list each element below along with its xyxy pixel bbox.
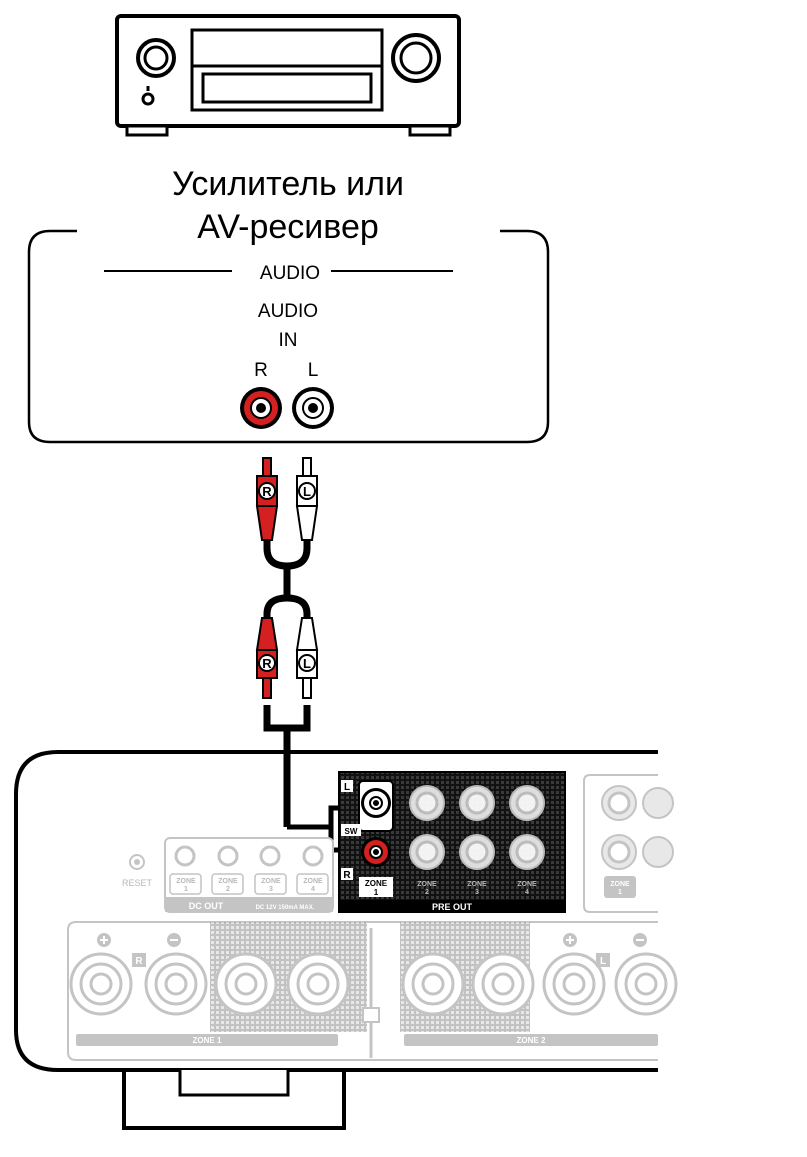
- dc-zone-label: ZONE: [261, 878, 281, 885]
- rear-panel: [14, 750, 658, 1130]
- pre-out-zone2-label: ZONE: [417, 881, 437, 888]
- rca-plug-right-top: [255, 457, 279, 541]
- pre-out-r-label: R: [343, 870, 351, 881]
- pre-out-zone1-label: ZONE: [365, 879, 388, 888]
- pre-out-zone2-number: 2: [425, 889, 429, 896]
- reset-button: [129, 854, 145, 870]
- dc-zone-label: ZONE: [176, 878, 196, 885]
- pre-out-zone1-number: 1: [374, 888, 379, 897]
- input-panel: [27, 229, 550, 444]
- plug-letter-l-top: L: [303, 484, 311, 499]
- dc-spec-label: DC 12V 150mA MAX.: [256, 905, 315, 911]
- dc-zone-number: 3: [269, 886, 273, 893]
- dc-out-section: [164, 837, 334, 913]
- right-channel-label: R: [254, 360, 268, 381]
- secondary-zone-number: 1: [618, 889, 622, 896]
- secondary-zone-label: ZONE: [610, 881, 630, 888]
- pre-out-label: PRE OUT: [432, 902, 473, 912]
- speaker-r-label: R: [135, 956, 143, 967]
- secondary-output-section: [583, 774, 674, 913]
- plug-letter-l-bottom: L: [303, 656, 311, 671]
- audio-cable: R L R L: [255, 457, 370, 853]
- plug-letter-r-top: R: [262, 484, 272, 499]
- device-title-line2: AV-ресивер: [197, 208, 379, 246]
- device-title-line1: Усилитель или: [172, 165, 404, 203]
- dc-zone-number: 4: [311, 886, 315, 893]
- reset-label: RESET: [122, 878, 153, 888]
- left-channel-label: L: [308, 360, 319, 381]
- pre-out-zone4-number: 4: [525, 889, 529, 896]
- audio-in-label-line2: IN: [279, 330, 298, 351]
- pre-out-zone3-number: 3: [475, 889, 479, 896]
- rca-jack-right: [240, 387, 282, 429]
- dc-zone-number: 1: [184, 886, 188, 893]
- rca-plug-left-top: [295, 457, 319, 541]
- audio-in-label-line1: AUDIO: [258, 301, 318, 322]
- audio-section-label: AUDIO: [260, 263, 320, 284]
- pre-out-zone4-label: ZONE: [517, 881, 537, 888]
- rca-plug-left-bottom: [295, 617, 319, 699]
- speaker-zone2-label: ZONE 2: [517, 1036, 546, 1045]
- pre-out-section: [338, 771, 566, 913]
- rca-jack-left: [292, 387, 334, 429]
- dc-zone-number: 2: [226, 886, 230, 893]
- speaker-terminals: [67, 921, 678, 1061]
- pre-out-sw-label: SW: [345, 827, 358, 836]
- dc-out-label: DC OUT: [189, 901, 224, 911]
- pre-out-l-label: L: [344, 782, 350, 793]
- dc-zone-label: ZONE: [218, 878, 238, 885]
- dc-zone-label: ZONE: [303, 878, 323, 885]
- amplifier-icon: [115, 14, 461, 137]
- rca-plug-right-bottom: [255, 617, 279, 699]
- speaker-zone1-label: ZONE 1: [193, 1036, 222, 1045]
- plug-letter-r-bottom: R: [262, 656, 272, 671]
- pre-out-zone3-label: ZONE: [467, 881, 487, 888]
- speaker-l-label: L: [600, 956, 606, 967]
